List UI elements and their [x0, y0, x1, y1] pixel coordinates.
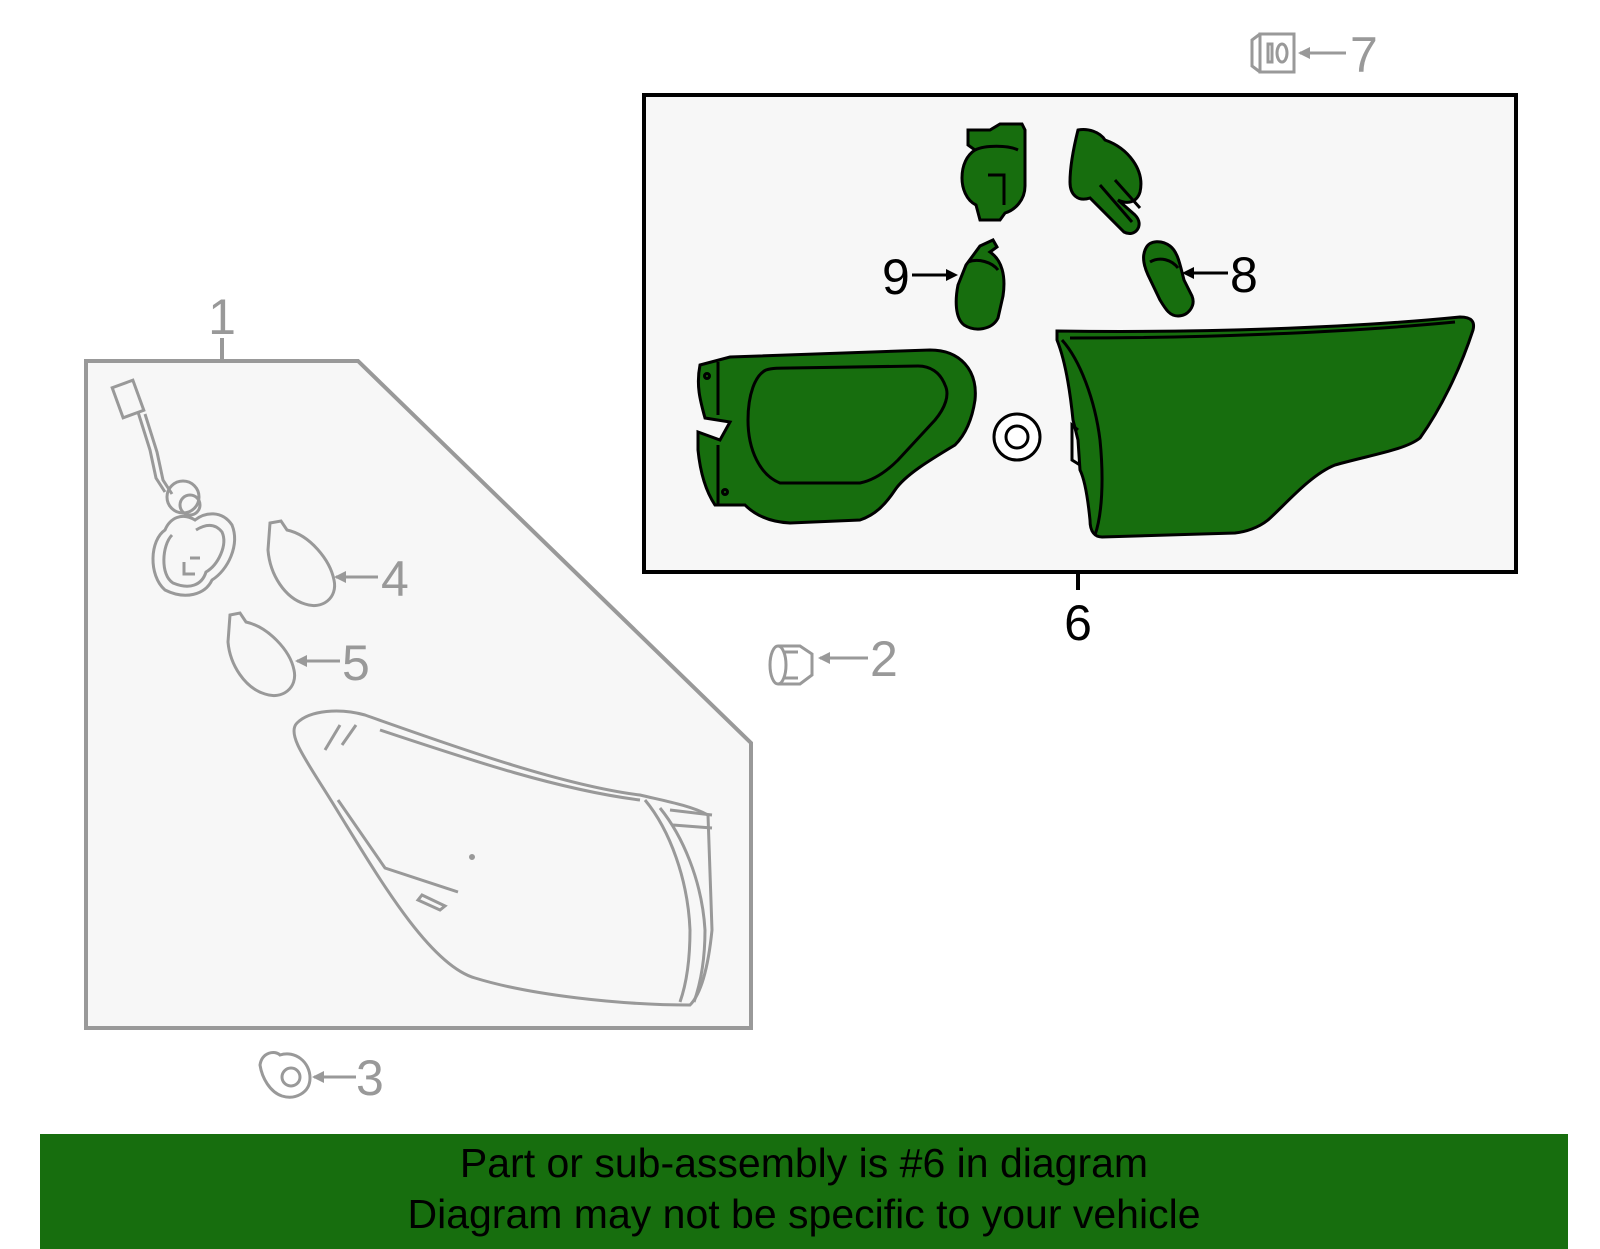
sub-assembly-6-group — [642, 93, 1518, 590]
callout-5-arrowhead — [295, 655, 307, 667]
lamp-lens-icon — [1055, 315, 1476, 539]
callout-9-arrowhead — [946, 269, 958, 281]
lamp-housing-icon — [696, 348, 977, 525]
assembly-1-group — [84, 338, 753, 1030]
banner-line-1: Part or sub-assembly is #6 in diagram — [459, 1140, 1149, 1186]
callout-8-arrowhead — [1182, 267, 1194, 279]
callout-6-label: 6 — [1064, 595, 1092, 651]
gasket-ring-icon — [992, 412, 1042, 462]
socket-harness-icon — [110, 378, 237, 597]
banner-line-2: Diagram may not be specific to your vehi… — [407, 1191, 1201, 1237]
callout-9-label: 9 — [882, 249, 910, 305]
callout-3-label: 3 — [356, 1050, 384, 1106]
clip-2-icon — [768, 644, 814, 686]
callout-5-label: 5 — [342, 635, 370, 691]
callout-2-arrowhead — [818, 652, 830, 664]
callout-1-label: 1 — [208, 289, 236, 345]
bulb-5-icon — [226, 611, 297, 697]
callout-3-arrowhead — [312, 1071, 324, 1083]
bulb-9-icon — [954, 238, 1006, 331]
callout-7-label: 7 — [1350, 27, 1378, 83]
bulb-4-icon — [266, 519, 337, 607]
callout-4-label: 4 — [381, 551, 409, 607]
socket-2-icon — [1068, 128, 1143, 235]
assembly-1-panel — [84, 359, 753, 1030]
tail-lamp-lens-icon — [292, 709, 714, 1007]
bulb-8-icon — [1142, 240, 1195, 318]
callout-2-label: 2 — [870, 631, 898, 687]
callout-7-arrowhead — [1298, 47, 1310, 59]
socket-icon — [960, 122, 1027, 222]
notice-banner: Part or sub-assembly is #6 in diagram Di… — [40, 1134, 1568, 1249]
nut-3-icon — [258, 1051, 312, 1099]
fastener-7-icon — [1250, 32, 1296, 74]
callout-4-arrowhead — [334, 571, 346, 583]
callout-8-label: 8 — [1230, 247, 1258, 303]
